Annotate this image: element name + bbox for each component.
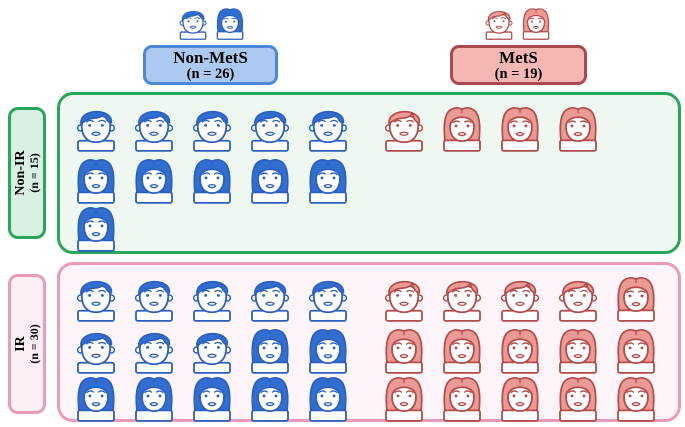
person-icon-female (554, 371, 602, 422)
person-icon-female (246, 371, 294, 422)
person-icon-female (130, 153, 178, 204)
person-icon-male (188, 323, 236, 374)
person-icon-female (380, 323, 428, 374)
person-icon-male (130, 323, 178, 374)
person-icon-female (304, 323, 352, 374)
person-icon-male (496, 271, 544, 322)
person-icon-female (188, 153, 236, 204)
person-icon-female (304, 371, 352, 422)
person-icon-male (72, 271, 120, 322)
non-mets-label-box: Non-MetS (n = 26) (143, 45, 278, 85)
person-icon-female (438, 323, 486, 374)
male-icon (176, 4, 210, 40)
person-icon-female (130, 371, 178, 422)
person-icon-female (72, 201, 120, 252)
person-icon-male (188, 101, 236, 152)
female-icon (213, 4, 247, 40)
non-ir-panel (57, 92, 681, 254)
person-icon-female (496, 323, 544, 374)
person-icon-male (130, 271, 178, 322)
person-icon-male (188, 271, 236, 322)
person-icon-female (246, 153, 294, 204)
non-mets-label: Non-MetS (173, 48, 248, 67)
mets-legend-icons (482, 4, 553, 40)
person-icon-male (380, 271, 428, 322)
male-icon (482, 4, 516, 40)
person-icon-male (304, 271, 352, 322)
ir-label-box: IR (n = 30) (8, 274, 46, 414)
person-icon-male (554, 271, 602, 322)
person-icon-female (612, 323, 660, 374)
person-icon-female (612, 271, 660, 322)
non-mets-legend-icons (176, 4, 247, 40)
person-icon-female (246, 323, 294, 374)
person-icon-female (72, 153, 120, 204)
non-ir-label-box: Non-IR (n = 15) (8, 107, 46, 239)
person-icon-female (188, 371, 236, 422)
person-icon-female (612, 371, 660, 422)
mets-count: (n = 19) (494, 66, 543, 82)
person-icon-male (246, 101, 294, 152)
person-icon-male (380, 101, 428, 152)
person-icon-female (554, 323, 602, 374)
mets-label-box: MetS (n = 19) (450, 45, 587, 85)
person-icon-female (554, 101, 602, 152)
non-mets-count: (n = 26) (186, 66, 235, 82)
person-icon-female (380, 371, 428, 422)
person-icon-male (246, 271, 294, 322)
ir-panel (57, 262, 681, 422)
person-icon-male (130, 101, 178, 152)
person-icon-female (496, 371, 544, 422)
person-icon-female (438, 101, 486, 152)
person-icon-male (438, 271, 486, 322)
person-icon-male (72, 101, 120, 152)
person-icon-female (496, 101, 544, 152)
person-icon-male (72, 323, 120, 374)
female-icon (519, 4, 553, 40)
mets-label: MetS (499, 48, 538, 67)
ir-label: IR (n = 30) (13, 324, 41, 364)
person-icon-female (304, 153, 352, 204)
non-ir-label: Non-IR (n = 15) (13, 150, 41, 196)
person-icon-male (304, 101, 352, 152)
person-icon-female (72, 371, 120, 422)
person-icon-female (438, 371, 486, 422)
